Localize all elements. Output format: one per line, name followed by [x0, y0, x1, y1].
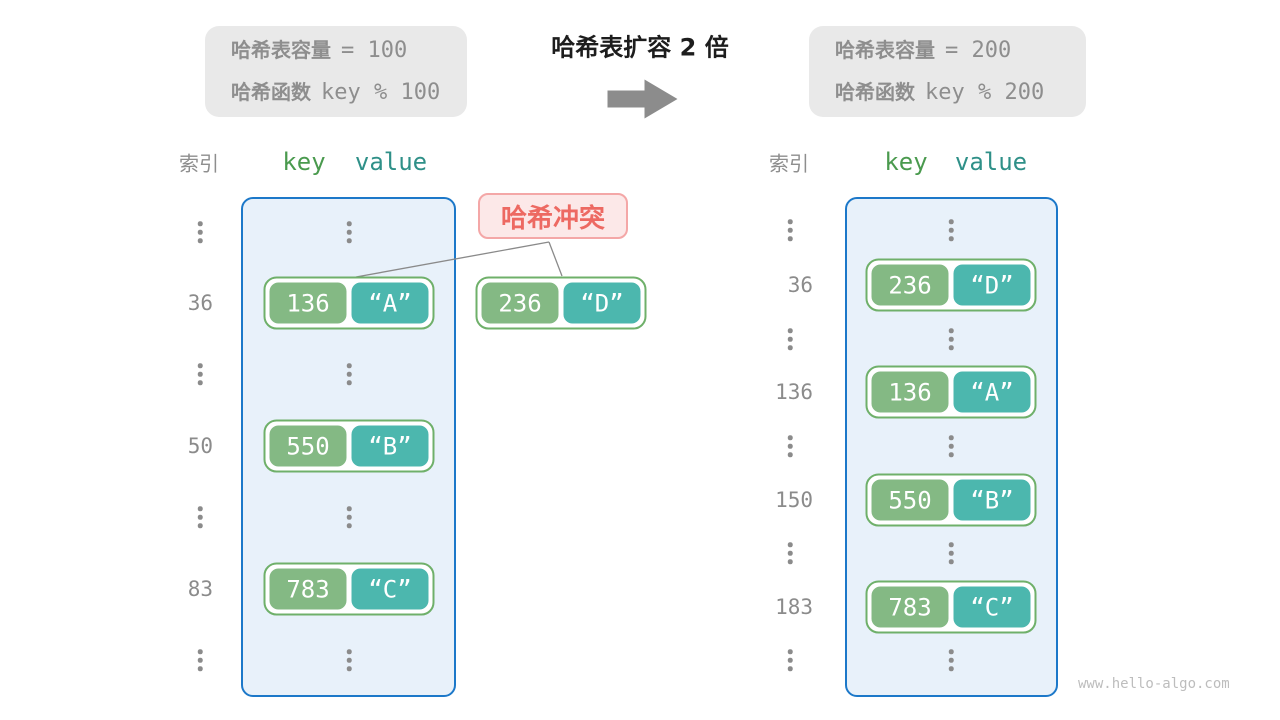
hash-function-label: 哈希函数 — [231, 80, 311, 104]
ellipsis-icon — [787, 657, 793, 663]
watermark: www.hello-algo.com — [1078, 676, 1230, 692]
ellipsis-icon — [787, 550, 793, 556]
ellipsis-icon — [787, 227, 793, 233]
ellipsis-icon — [787, 336, 793, 342]
key-cell: 783 — [269, 568, 347, 610]
index-label: 83 — [187, 577, 213, 601]
kv-pair: 550 “B” — [865, 473, 1037, 527]
index-label: 36 — [187, 291, 213, 315]
right-header-key: key — [884, 148, 928, 176]
value-cell: “C” — [953, 586, 1031, 628]
key-cell: 550 — [269, 425, 347, 467]
index-label: 136 — [775, 380, 813, 404]
ellipsis-icon — [787, 443, 793, 449]
capacity-value: = 100 — [341, 38, 408, 63]
hash-function-value: key % 200 — [925, 80, 1045, 105]
ellipsis-icon — [948, 227, 954, 233]
kv-pair: 783 “C” — [263, 562, 435, 616]
ellipsis-icon — [346, 657, 352, 663]
capacity-info-left: 哈希表容量 = 100 哈希函数 key % 100 — [205, 26, 467, 117]
value-cell: “C” — [351, 568, 429, 610]
capacity-line: 哈希表容量 = 100 — [231, 31, 467, 70]
ellipsis-icon — [346, 514, 352, 520]
ellipsis-icon — [197, 229, 203, 235]
ellipsis-icon — [346, 229, 352, 235]
index-label: 150 — [775, 488, 813, 512]
kv-pair: 783 “C” — [865, 580, 1037, 634]
capacity-line: 哈希表容量 = 200 — [835, 31, 1086, 70]
ellipsis-icon — [346, 371, 352, 377]
ellipsis-icon — [948, 657, 954, 663]
index-label: 183 — [775, 595, 813, 619]
collision-label: 哈希冲突 — [478, 193, 628, 239]
right-arrow-icon — [607, 79, 678, 119]
right-header-value: value — [954, 148, 1028, 176]
value-cell: “A” — [953, 371, 1031, 413]
left-header-key: key — [282, 148, 326, 176]
right-header-index: 索引 — [769, 151, 809, 176]
left-header-index: 索引 — [179, 151, 219, 176]
value-cell: “D” — [563, 282, 641, 324]
ellipsis-icon — [948, 336, 954, 342]
value-cell: “B” — [953, 479, 1031, 521]
transition-title: 哈希表扩容 2 倍 — [551, 33, 729, 62]
key-cell: 550 — [871, 479, 949, 521]
value-cell: “B” — [351, 425, 429, 467]
ellipsis-icon — [197, 514, 203, 520]
kv-pair: 136 “A” — [865, 365, 1037, 419]
kv-pair: 236 “D” — [865, 258, 1037, 312]
index-label: 36 — [787, 273, 813, 297]
capacity-value: = 200 — [945, 38, 1012, 63]
hash-function-value: key % 100 — [321, 80, 441, 105]
ellipsis-icon — [948, 443, 954, 449]
hash-function-line: 哈希函数 key % 200 — [835, 73, 1086, 112]
capacity-label: 哈希表容量 — [835, 38, 935, 62]
kv-pair: 136 “A” — [263, 276, 435, 330]
key-cell: 236 — [481, 282, 559, 324]
ellipsis-icon — [197, 371, 203, 377]
value-cell: “D” — [953, 264, 1031, 306]
index-label: 50 — [187, 434, 213, 458]
left-header-value: value — [354, 148, 428, 176]
capacity-info-right: 哈希表容量 = 200 哈希函数 key % 200 — [809, 26, 1086, 117]
ellipsis-icon — [948, 550, 954, 556]
hash-function-label: 哈希函数 — [835, 80, 915, 104]
key-cell: 136 — [871, 371, 949, 413]
ellipsis-icon — [197, 657, 203, 663]
hash-function-line: 哈希函数 key % 100 — [231, 73, 467, 112]
capacity-label: 哈希表容量 — [231, 38, 331, 62]
key-cell: 236 — [871, 264, 949, 306]
value-cell: “A” — [351, 282, 429, 324]
colliding-kv-pair: 236 “D” — [475, 276, 647, 330]
key-cell: 783 — [871, 586, 949, 628]
kv-pair: 550 “B” — [263, 419, 435, 473]
key-cell: 136 — [269, 282, 347, 324]
